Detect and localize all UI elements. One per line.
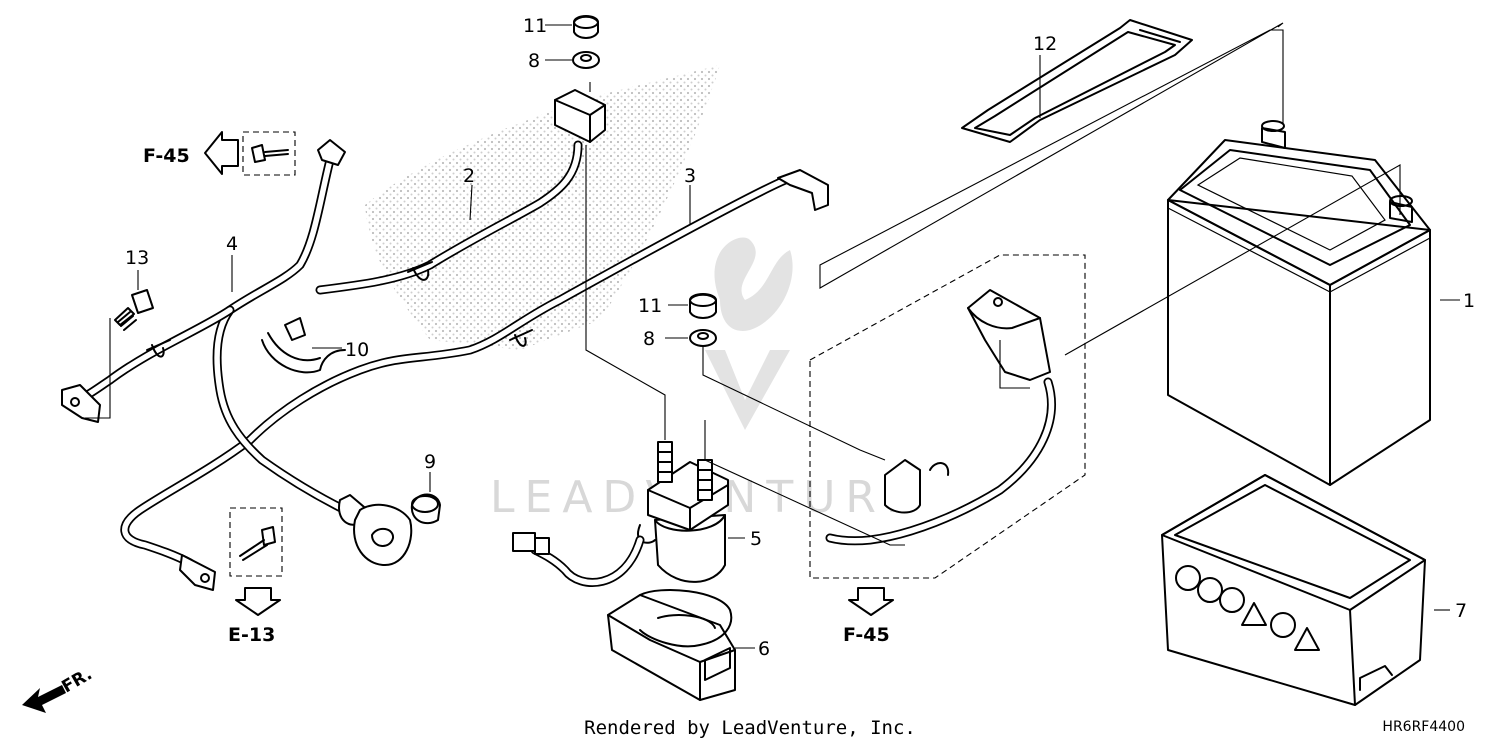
callout-9: 9: [424, 451, 436, 473]
battery-strap: [961, 19, 1193, 143]
arrow-down-e13-icon: [235, 587, 281, 616]
callout-11-middle: 11: [638, 295, 662, 317]
battery-box: [1161, 474, 1426, 706]
footer-credit: Rendered by LeadVenture, Inc.: [584, 717, 916, 739]
callout-3: 3: [684, 165, 696, 187]
callout-10: 10: [345, 339, 369, 361]
arrow-down-f45-icon: [848, 587, 894, 616]
callout-11-upper: 11: [523, 15, 547, 37]
cable-tie: [261, 317, 346, 374]
washer-8-middle: [689, 329, 717, 347]
starter-relay: [512, 441, 729, 587]
arrow-left-f45-icon: [204, 131, 239, 175]
leader-lines: [85, 22, 1460, 649]
relay-cover: [607, 589, 736, 701]
callout-7: 7: [1455, 600, 1467, 622]
inset-f45: [809, 254, 1086, 579]
ref-e13[interactable]: E-13: [228, 624, 275, 646]
nut-11-upper: [573, 15, 599, 39]
ground-cable: [61, 139, 413, 566]
diagram-code: HR6RF4400: [1382, 719, 1465, 735]
callout-5: 5: [750, 528, 762, 550]
callout-8-upper: 8: [528, 50, 540, 72]
battery-positive-cable: [120, 169, 829, 591]
bolt-inset-e13: [229, 507, 283, 577]
ref-f45-left[interactable]: F-45: [143, 145, 190, 167]
callout-1: 1: [1463, 290, 1475, 312]
callout-numbers: 1 2 3 4 5 6 7 8 8 9 10 11 11 12 13: [125, 15, 1475, 660]
front-direction-arrow-icon: [22, 685, 66, 713]
callout-6: 6: [758, 638, 770, 660]
callout-2: 2: [463, 165, 475, 187]
ref-f45-bottom[interactable]: F-45: [843, 624, 890, 646]
callout-4: 4: [226, 233, 238, 255]
callout-12: 12: [1033, 33, 1057, 55]
starter-cable: [315, 89, 606, 295]
nut-11-middle: [689, 293, 717, 319]
bolt-13: [114, 289, 154, 331]
washer-8-upper: [572, 51, 600, 69]
callout-13: 13: [125, 247, 149, 269]
battery: [1167, 120, 1431, 486]
grommet-9: [410, 493, 441, 525]
callout-8-middle: 8: [643, 328, 655, 350]
stipple-shading: [365, 65, 720, 350]
bolt-inset-f45: [242, 131, 296, 176]
